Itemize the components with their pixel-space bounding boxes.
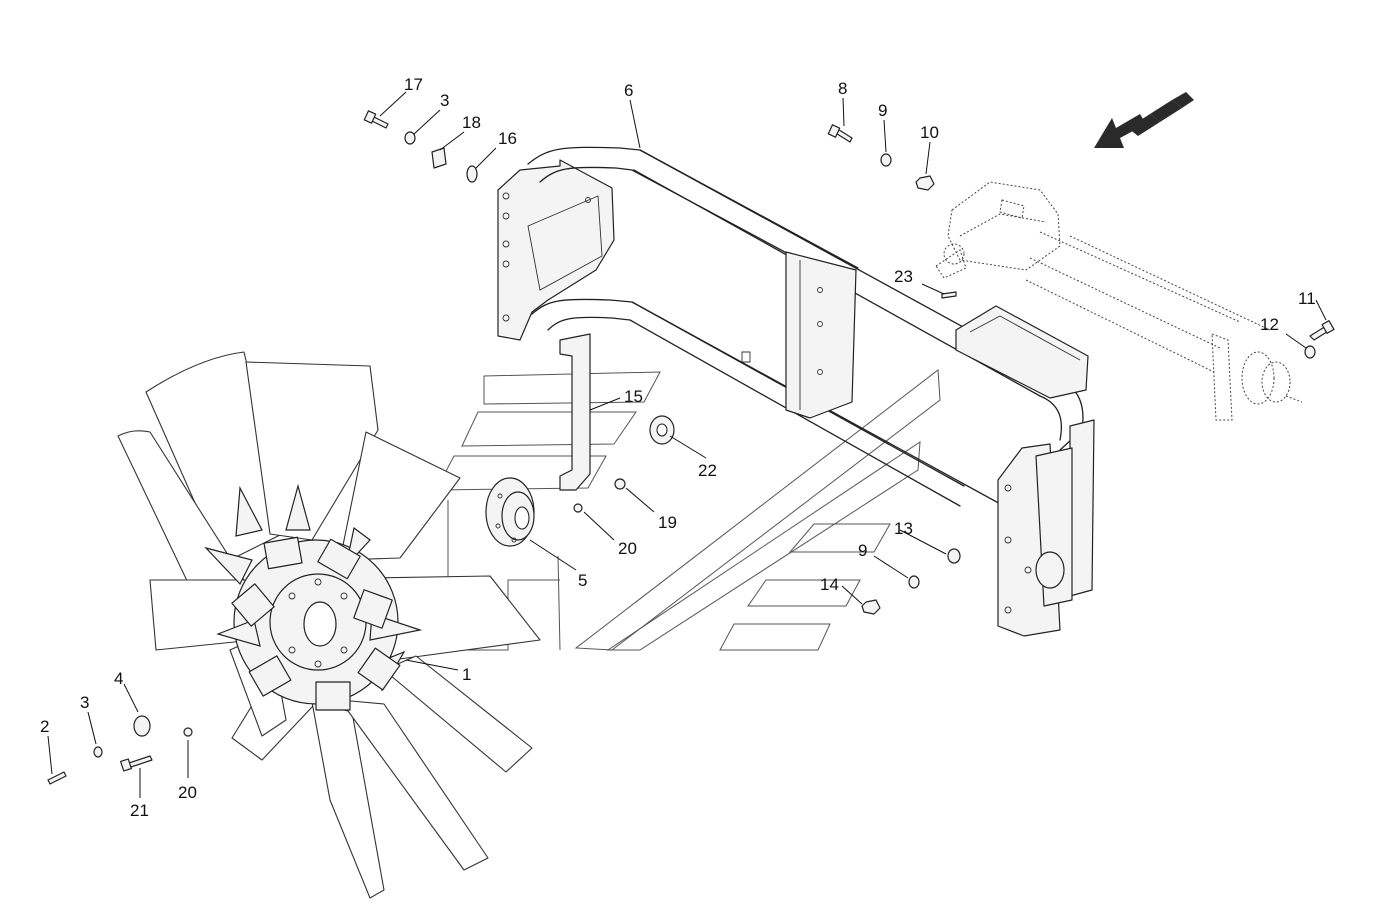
callout-6: 6: [624, 81, 633, 100]
callout-1: 1: [462, 665, 471, 684]
callout-19: 19: [658, 513, 677, 532]
callout-12: 12: [1260, 315, 1279, 334]
callout-20: 20: [618, 539, 637, 558]
callout-23: 23: [894, 267, 913, 286]
callout-9: 9: [878, 101, 887, 120]
callout-2: 2: [40, 717, 49, 736]
callout-8: 8: [838, 79, 847, 98]
cooling-fan: [117, 351, 541, 899]
callout-15: 15: [624, 387, 643, 406]
callout-14: 14: [820, 575, 839, 594]
callout-17: 17: [404, 75, 423, 94]
callout-10: 10: [920, 123, 939, 142]
callout-16: 16: [498, 129, 517, 148]
callout-3: 3: [440, 91, 449, 110]
bracket-plate: [559, 333, 591, 491]
callout-5: 5: [578, 571, 587, 590]
leader-lines: [47, 91, 1327, 798]
callout-20-lower: 20: [178, 783, 197, 802]
callout-labels: 17 3 18 16 6 8 9 10 23 11 12 15 22 19 20…: [40, 75, 1316, 820]
callout-22: 22: [698, 461, 717, 480]
callout-13: 13: [894, 519, 913, 538]
hardware-parts: [47, 110, 1335, 785]
direction-arrow-icon: [1094, 92, 1194, 148]
gearbox-assembly: [935, 181, 1303, 421]
callout-11: 11: [1298, 289, 1316, 308]
callout-21: 21: [130, 801, 149, 820]
callout-3-lower: 3: [80, 693, 89, 712]
callout-9-lower: 9: [858, 541, 867, 560]
callout-4: 4: [114, 669, 123, 688]
fan-frame: [497, 146, 1095, 637]
hub-adapter: [485, 477, 535, 547]
callout-18: 18: [462, 113, 481, 132]
